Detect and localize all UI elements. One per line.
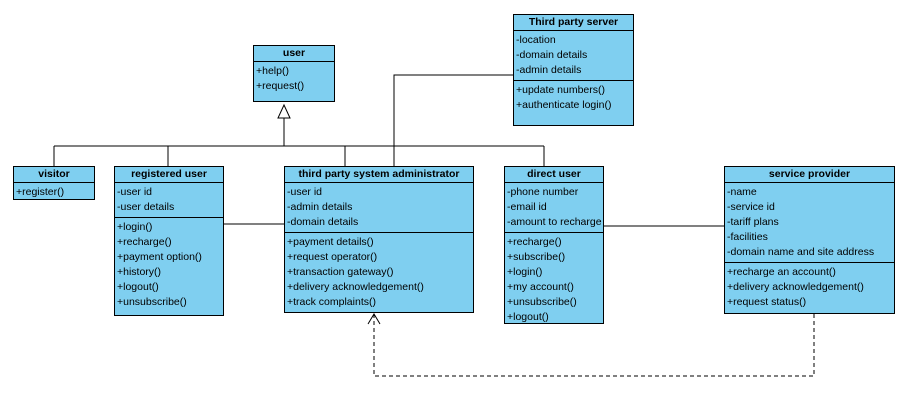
class-name: direct user [505, 167, 603, 183]
class-name: service provider [725, 167, 894, 183]
attributes-section: -user id -user details [115, 183, 223, 217]
operation: +logout() [117, 281, 159, 293]
operations-section: +payment details() +request operator() +… [285, 232, 473, 312]
attribute: -service id [727, 201, 775, 213]
attribute: -admin details [287, 201, 353, 213]
attribute: -email id [507, 201, 547, 213]
operation: +unsubscribe() [507, 296, 577, 308]
operations-section: +help() +request() [254, 62, 334, 96]
class-third-party-server[interactable]: Third party server -location -domain det… [513, 14, 634, 126]
operation: +my account() [507, 281, 574, 293]
attributes-section: -name -service id -tariff plans -facilit… [725, 183, 894, 262]
attribute: -name [727, 186, 757, 198]
operation: +delivery acknowledgement() [727, 281, 864, 293]
attribute: -amount to recharge [507, 216, 602, 228]
attribute: -location [516, 34, 556, 46]
attribute: -domain name and site address [727, 246, 875, 258]
class-name: registered user [115, 167, 223, 183]
attribute: -tariff plans [727, 216, 779, 228]
operation: +request status() [727, 296, 807, 308]
attribute: -admin details [516, 64, 582, 76]
class-visitor[interactable]: visitor +register() [13, 166, 95, 200]
operations-section: +register() [14, 183, 94, 202]
operation: +logout() [507, 311, 549, 323]
class-direct-user[interactable]: direct user -phone number -email id -amo… [504, 166, 604, 324]
class-name: Third party server [514, 15, 633, 31]
class-third-party-system-administrator[interactable]: third party system administrator -user i… [284, 166, 474, 313]
attributes-section: -user id -admin details -domain details [285, 183, 473, 232]
attribute: -user id [117, 186, 153, 198]
operations-section: +update numbers() +authenticate login() [514, 80, 633, 115]
class-user[interactable]: user +help() +request() [253, 45, 335, 102]
attributes-section: -location -domain details -admin details [514, 31, 633, 80]
attribute: -user details [117, 201, 175, 213]
operation: +history() [117, 266, 162, 278]
operations-section: +recharge an account() +delivery acknowl… [725, 262, 894, 312]
operation: +request operator() [287, 251, 378, 263]
operation: +unsubscribe() [117, 296, 187, 308]
operation: +recharge() [117, 236, 172, 248]
operations-section: +recharge() +subscribe() +login() +my ac… [505, 232, 603, 327]
attributes-section: -phone number -email id -amount to recha… [505, 183, 603, 232]
operation: +update numbers() [516, 84, 606, 96]
operation: +request() [256, 80, 305, 92]
operation: +login() [507, 266, 543, 278]
dependency-arrowhead [367, 313, 381, 325]
attribute: -facilities [727, 231, 768, 243]
operation: +payment details() [287, 236, 374, 248]
attribute: -phone number [507, 186, 579, 198]
operation: +register() [16, 186, 65, 198]
class-registered-user[interactable]: registered user -user id -user details +… [114, 166, 224, 316]
class-service-provider[interactable]: service provider -name -service id -tari… [724, 166, 895, 314]
operation: +payment option() [117, 251, 202, 263]
operation: +track complaints() [287, 296, 376, 308]
generalization-arrowhead [277, 103, 291, 119]
attribute: -domain details [287, 216, 359, 228]
operations-section: +login() +recharge() +payment option() +… [115, 217, 223, 312]
operation: +delivery acknowledgement() [287, 281, 424, 293]
attribute: -user id [287, 186, 323, 198]
operation: +help() [256, 65, 289, 77]
class-name: visitor [14, 167, 94, 183]
dependency-provider-admin [373, 314, 815, 377]
operation: +authenticate login() [516, 99, 612, 111]
operation: +transaction gateway() [287, 266, 394, 278]
operation: +recharge an account() [727, 266, 836, 278]
operation: +login() [117, 221, 153, 233]
operation: +subscribe() [507, 251, 566, 263]
association-admin-server [393, 74, 513, 166]
class-name: third party system administrator [285, 167, 473, 183]
operation: +recharge() [507, 236, 562, 248]
attribute: -domain details [516, 49, 588, 61]
class-name: user [254, 46, 334, 62]
